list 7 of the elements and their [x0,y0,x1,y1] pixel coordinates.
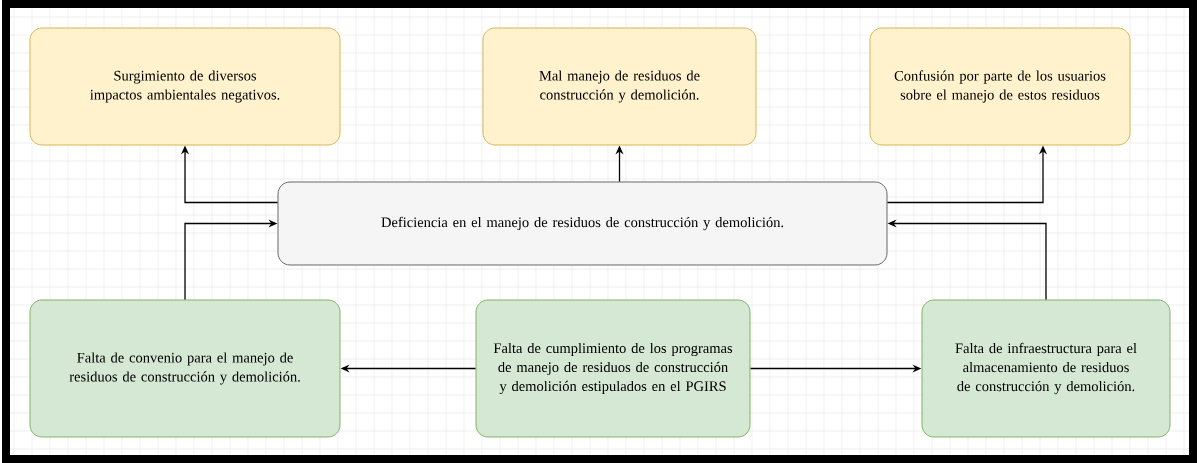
cause-box: Falta de infraestructura para el almacenamiento de residuos de construcción y demolición. [921,299,1171,438]
cause-box: Falta de cumplimiento de los programas de manejo de residuos de construcción y demolición estipulados en el PGIRS [475,299,751,438]
problem-box: Deficiencia en el manejo de residuos de construcción y demolición. [277,181,888,266]
cause-box: Falta de convenio para el manejo de residuos de construcción y demolición. [29,299,341,438]
effect-box: Confusión por parte de los usuarios sobre el manejo de estos residuos [869,27,1131,146]
effect-box: Surgimiento de diversos impactos ambientales negativos. [29,27,341,146]
effect-box: Mal manejo de residuos de construcción y demolición. [482,27,757,146]
